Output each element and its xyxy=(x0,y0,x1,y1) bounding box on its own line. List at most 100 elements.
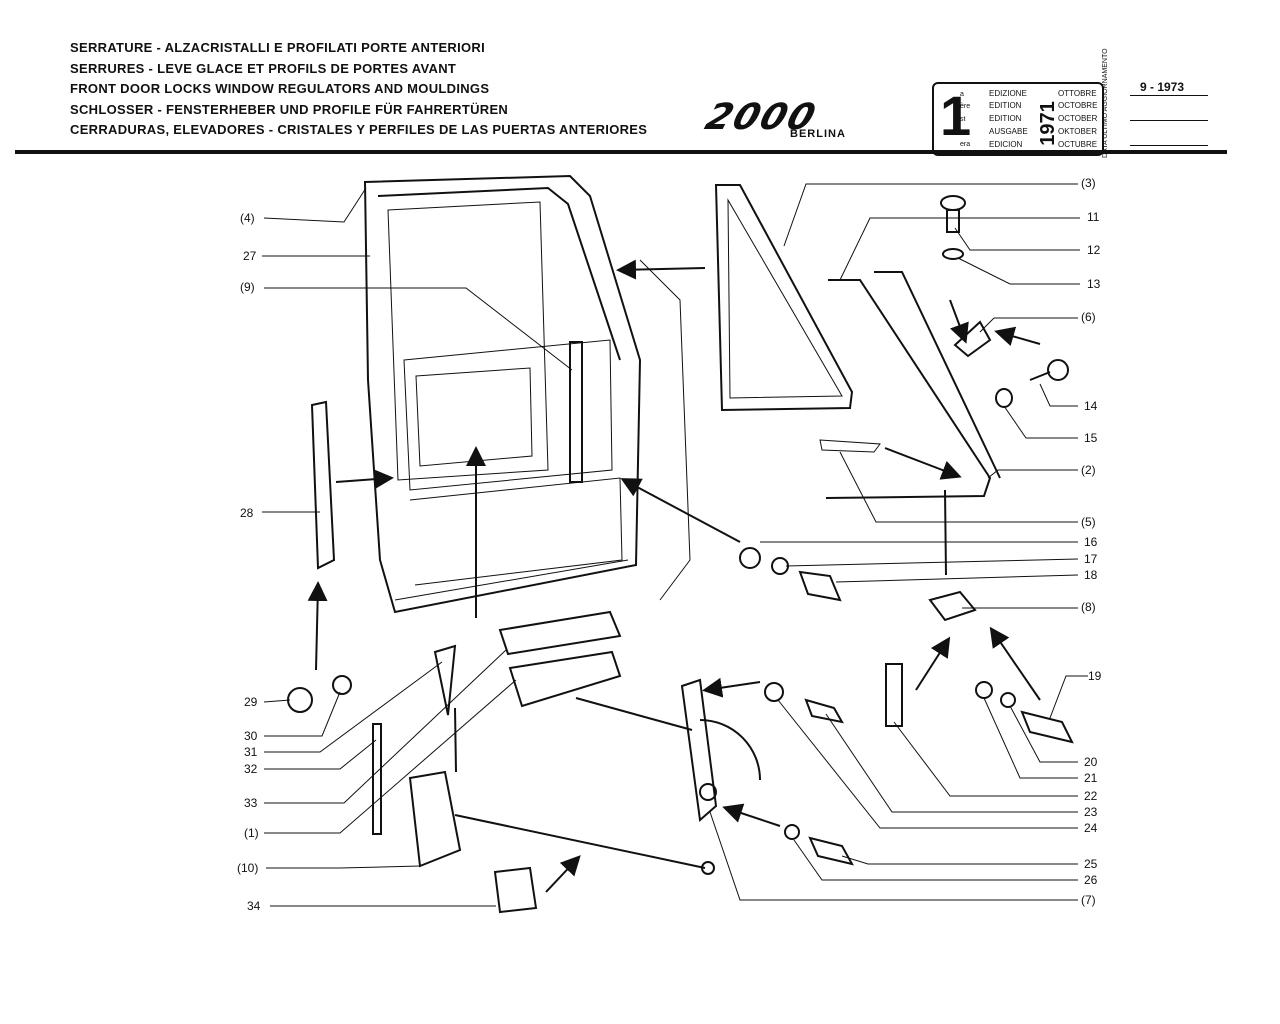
model-subtitle: BERLINA xyxy=(790,128,846,140)
callout-label: (3) xyxy=(1081,176,1096,190)
title-french: SERRURES - LEVE GLACE ET PROFILS DE PORT… xyxy=(70,60,457,76)
washer xyxy=(995,388,1013,408)
edition-number: 1 xyxy=(940,84,972,147)
vent-frame xyxy=(819,271,1001,576)
callout-label: 29 xyxy=(244,695,258,709)
edition-month: OTTOBRE xyxy=(1058,89,1097,98)
callout-label: 23 xyxy=(1084,805,1098,819)
vent-window xyxy=(714,184,854,412)
edition-suffix: era xyxy=(960,141,971,148)
callout-label: 22 xyxy=(1084,789,1098,803)
door-lock xyxy=(408,707,715,875)
callout-labels-right: (3) 11 12 13 (6) 14 15 (2) (5) 16 17 18 … xyxy=(1081,176,1102,907)
callout-label: 28 xyxy=(240,506,254,520)
callout-label: 12 xyxy=(1087,243,1101,257)
washer xyxy=(332,675,352,695)
screw xyxy=(804,698,844,724)
callout-label: (9) xyxy=(240,280,255,294)
bolt-shank xyxy=(1029,371,1051,381)
window-rail xyxy=(569,341,583,483)
rod xyxy=(372,723,382,835)
edition-label: EDICION xyxy=(989,140,1023,149)
callout-label: 14 xyxy=(1084,399,1098,413)
edition-box xyxy=(932,82,1104,156)
update-line xyxy=(1130,145,1208,146)
title-block: SERRATURE - ALZACRISTALLI E PROFILATI PO… xyxy=(70,38,647,141)
edition-month: OCTOBRE xyxy=(1058,101,1098,110)
knob xyxy=(940,195,966,211)
washer xyxy=(942,248,964,260)
callout-label: (2) xyxy=(1081,463,1096,477)
title-spanish: CERRADURAS, ELEVADORES - CRISTALES Y PER… xyxy=(70,122,648,137)
callout-label: 26 xyxy=(1084,873,1098,887)
bolt xyxy=(1020,710,1074,744)
toothed-washer xyxy=(764,682,784,702)
stud xyxy=(885,663,903,727)
edition-suffix: st xyxy=(960,116,966,123)
edition-month: OCTUBRE xyxy=(1058,140,1098,149)
callout-label: 13 xyxy=(1087,277,1101,291)
bolt-head xyxy=(1047,359,1069,381)
callout-label: (4) xyxy=(240,211,255,225)
leader-lines xyxy=(262,183,1088,907)
title-german: SCHLOSSER - FENSTERHEBER UND PROFILE FÜR… xyxy=(70,101,509,117)
callout-label: 25 xyxy=(1084,857,1098,871)
title-english: FRONT DOOR LOCKS WINDOW REGULATORS AND M… xyxy=(70,81,490,96)
edition-label: EDITION xyxy=(989,101,1022,110)
seal-strip xyxy=(508,650,622,708)
edition-suffix: a xyxy=(960,91,964,98)
callout-label: 30 xyxy=(244,729,258,743)
spring-washer xyxy=(771,557,789,575)
edition-label: EDITION xyxy=(989,114,1022,123)
handle-clip xyxy=(493,866,538,914)
update-date: 9 - 1973 xyxy=(1140,80,1185,94)
callout-label: 20 xyxy=(1084,755,1098,769)
title-italian: SERRATURE - ALZACRISTALLI E PROFILATI PO… xyxy=(70,40,486,55)
spring-washer xyxy=(784,824,800,840)
edition-month: OCTOBER xyxy=(1058,114,1098,123)
update-line xyxy=(1130,120,1208,121)
knob-stem xyxy=(946,209,960,233)
header-divider xyxy=(15,150,1227,154)
callout-label: 27 xyxy=(243,249,257,263)
screw xyxy=(808,836,854,866)
door-strip xyxy=(310,400,336,570)
callout-label: 19 xyxy=(1088,669,1102,683)
screw-head xyxy=(287,687,313,713)
callout-label: 32 xyxy=(244,762,258,776)
edition-month: OKTOBER xyxy=(1058,127,1097,136)
bracket xyxy=(928,590,977,622)
callout-label: 15 xyxy=(1084,431,1098,445)
callout-labels-left: (4) 27 (9) 28 29 30 31 32 33 (1) (10) 34 xyxy=(237,211,261,913)
callout-label: (1) xyxy=(244,826,259,840)
seal-strip xyxy=(498,610,622,656)
edition-suffix: ère xyxy=(960,103,971,110)
washer xyxy=(975,681,993,699)
callout-label: (10) xyxy=(237,861,258,875)
door-panel xyxy=(363,174,691,614)
callout-label: (6) xyxy=(1081,310,1096,324)
assembly-arrows xyxy=(307,259,1041,893)
callout-label: 24 xyxy=(1084,821,1098,835)
spring-washer xyxy=(1000,692,1016,708)
update-line xyxy=(1130,95,1208,96)
callout-label: (7) xyxy=(1081,893,1096,907)
washer xyxy=(739,547,761,569)
callout-label: 18 xyxy=(1084,568,1098,582)
edition-label: EDIZIONE xyxy=(989,89,1027,98)
callout-label: 31 xyxy=(244,745,258,759)
callout-label: 11 xyxy=(1087,210,1100,224)
pin xyxy=(433,644,457,716)
screw xyxy=(798,570,842,602)
callout-label: 34 xyxy=(247,899,261,913)
window-regulator xyxy=(575,678,761,822)
callout-label: (5) xyxy=(1081,515,1096,529)
pivot-bracket xyxy=(953,320,992,358)
callout-label: 21 xyxy=(1084,771,1098,785)
callout-label: 17 xyxy=(1084,552,1098,566)
callout-label: 33 xyxy=(244,796,258,810)
edition-label: AUSGABE xyxy=(989,127,1028,136)
callout-label: (8) xyxy=(1081,600,1096,614)
callout-label: 16 xyxy=(1084,535,1098,549)
